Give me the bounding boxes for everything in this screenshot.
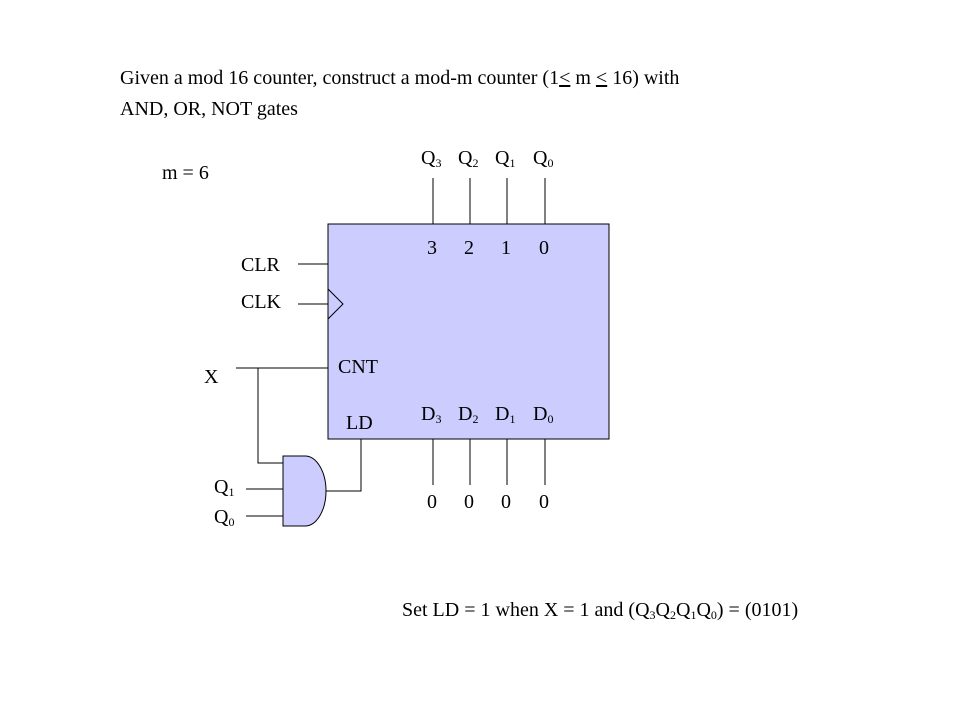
output-label-q3: Q3: [421, 147, 442, 170]
input-value-d3: 0: [427, 491, 437, 513]
cnt-label: CNT: [338, 356, 378, 378]
input-label-d2: D2: [458, 403, 479, 426]
counter-block: [327, 223, 610, 440]
problem-line-2: AND, OR, NOT gates: [120, 98, 298, 120]
output-label-q0: Q0: [533, 147, 554, 170]
and-gate: [282, 455, 327, 527]
x-to-gate-wire: [257, 368, 283, 464]
clock-triangle: [327, 288, 344, 320]
input-label-d0: D0: [533, 403, 554, 426]
condition-note: Set LD = 1 when X = 1 and (Q3Q2Q1Q0) = (…: [402, 599, 799, 622]
output-bit-0: 0: [539, 237, 549, 259]
m-value-label: m = 6: [162, 162, 209, 184]
problem-text-m: m: [575, 67, 591, 89]
ld-label: LD: [346, 412, 373, 434]
input-value-d0: 0: [539, 491, 549, 513]
le-symbol-2: <: [595, 67, 608, 89]
input-label-d1: D1: [495, 403, 516, 426]
output-label-q2: Q2: [458, 147, 479, 170]
problem-text-end: 16) with: [612, 67, 680, 89]
output-bit-2: 2: [464, 237, 474, 259]
output-bit-3: 3: [427, 237, 437, 259]
gate-input-label-q1: Q1: [214, 476, 235, 499]
gate-to-ld-wire: [326, 439, 362, 492]
input-value-d1: 0: [501, 491, 511, 513]
problem-line-1: Given a mod 16 counter, construct a mod-…: [120, 66, 679, 90]
output-label-q1: Q1: [495, 147, 516, 170]
clr-label: CLR: [241, 254, 280, 276]
le-symbol-1: <: [559, 67, 571, 89]
output-bit-1: 1: [501, 237, 511, 259]
problem-text-start: Given a mod 16 counter, construct a mod-…: [120, 67, 560, 89]
clk-label: CLK: [241, 291, 281, 313]
gate-input-label-q0: Q0: [214, 506, 235, 529]
x-label: X: [204, 366, 219, 388]
input-value-d2: 0: [464, 491, 474, 513]
input-label-d3: D3: [421, 403, 442, 426]
